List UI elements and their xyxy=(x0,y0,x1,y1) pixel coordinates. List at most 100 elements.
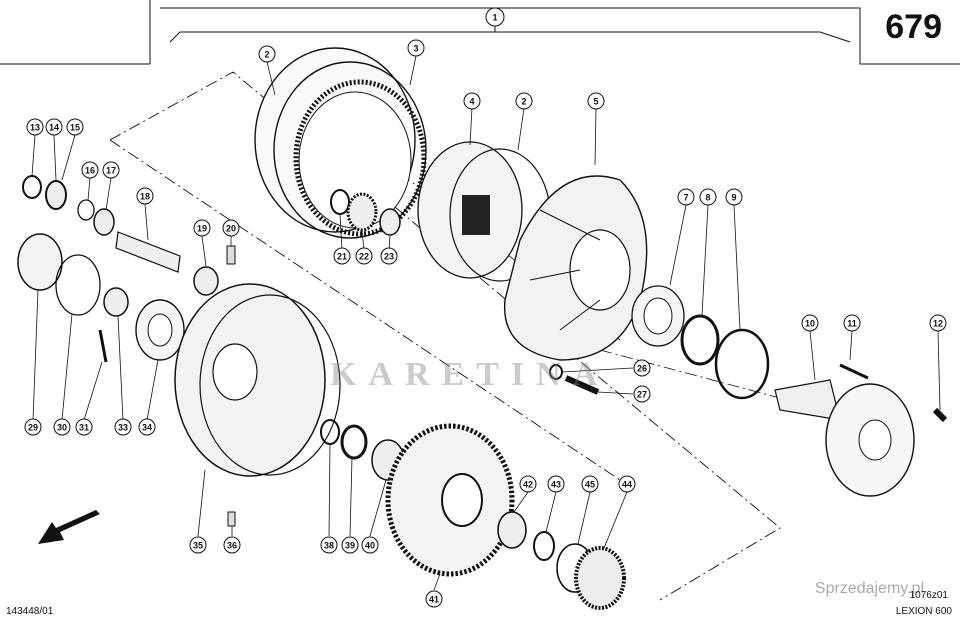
callout: 36 xyxy=(223,536,241,554)
callout: 20 xyxy=(222,219,240,237)
stud-11 xyxy=(839,363,869,380)
svg-text:20: 20 xyxy=(226,224,236,234)
callout: 1 xyxy=(485,7,505,27)
callout: 33 xyxy=(114,418,132,436)
callout: 44 xyxy=(618,475,636,493)
svg-text:13: 13 xyxy=(30,123,40,133)
callout: 40 xyxy=(361,536,379,554)
svg-text:34: 34 xyxy=(142,423,152,433)
svg-text:1: 1 xyxy=(492,13,497,23)
svg-text:15: 15 xyxy=(70,123,80,133)
svg-text:14: 14 xyxy=(49,123,59,133)
callout: 14 xyxy=(45,118,63,136)
callout: 21 xyxy=(333,247,351,265)
pinion-shaft-18 xyxy=(115,231,181,273)
svg-text:17: 17 xyxy=(106,166,116,176)
callout: 41 xyxy=(425,590,443,608)
callout: 11 xyxy=(843,314,861,332)
model-name: LEXION 600 xyxy=(895,606,952,617)
callout: 19 xyxy=(193,219,211,237)
svg-text:5: 5 xyxy=(593,97,598,107)
svg-text:7: 7 xyxy=(683,193,688,203)
callout: 27 xyxy=(633,385,651,403)
callout: 7 xyxy=(677,188,695,206)
callout-list: 1 2 3 4 2 5 7 8 9 10 11 12 13 14 15 16 1… xyxy=(24,7,947,608)
svg-text:12: 12 xyxy=(933,319,943,329)
svg-text:40: 40 xyxy=(365,541,375,551)
svg-text:9: 9 xyxy=(731,193,736,203)
svg-text:2: 2 xyxy=(264,50,269,60)
o-ring-30 xyxy=(55,254,101,316)
callout: 5 xyxy=(587,92,605,110)
callout: 35 xyxy=(189,536,207,554)
callout: 30 xyxy=(53,418,71,436)
svg-text:39: 39 xyxy=(345,541,355,551)
callout: 29 xyxy=(24,418,42,436)
callout: 34 xyxy=(138,418,156,436)
callout: 31 xyxy=(75,418,93,436)
part-15 xyxy=(45,180,67,210)
page-number: 679 xyxy=(885,8,942,46)
ring-43 xyxy=(533,531,555,561)
callout: 12 xyxy=(929,314,947,332)
nut-12 xyxy=(932,407,948,423)
svg-text:18: 18 xyxy=(140,192,150,202)
svg-text:8: 8 xyxy=(705,193,710,203)
callout: 23 xyxy=(380,247,398,265)
svg-text:3: 3 xyxy=(413,44,418,54)
svg-text:22: 22 xyxy=(359,252,369,262)
planet-gear-22 xyxy=(346,192,378,232)
callout: 10 xyxy=(801,314,819,332)
callout: 17 xyxy=(102,161,120,179)
svg-text:23: 23 xyxy=(384,252,394,262)
watermark-brand: KARETINA xyxy=(330,356,610,393)
svg-text:21: 21 xyxy=(337,252,347,262)
bearing-19 xyxy=(193,266,219,296)
spur-gear-41 xyxy=(385,423,515,577)
callout: 45 xyxy=(581,475,599,493)
leader-lines xyxy=(31,55,941,591)
svg-text:45: 45 xyxy=(585,480,595,490)
svg-text:11: 11 xyxy=(847,319,857,329)
svg-text:4: 4 xyxy=(469,97,474,107)
callout: 4 xyxy=(463,92,481,110)
svg-text:42: 42 xyxy=(523,480,533,490)
svg-text:26: 26 xyxy=(637,364,647,374)
callout: 8 xyxy=(699,188,717,206)
svg-text:36: 36 xyxy=(227,541,237,551)
bearing-42 xyxy=(497,511,527,549)
part-16 xyxy=(77,199,95,221)
seal-8 xyxy=(680,314,720,366)
callout: 16 xyxy=(81,161,99,179)
callout: 9 xyxy=(725,188,743,206)
sun-gear-44 xyxy=(574,546,626,610)
callout: 43 xyxy=(547,475,565,493)
drawing-id: 143448/01 xyxy=(6,606,54,617)
callout: 13 xyxy=(26,118,44,136)
watermark-site: Sprzedajemy.pl xyxy=(814,580,924,597)
o-ring-9 xyxy=(714,328,770,400)
svg-text:35: 35 xyxy=(193,541,203,551)
svg-text:19: 19 xyxy=(197,224,207,234)
nut-33 xyxy=(103,287,129,317)
part-13 xyxy=(22,175,42,199)
svg-text:33: 33 xyxy=(118,423,128,433)
callout: 42 xyxy=(519,475,537,493)
callout: 15 xyxy=(66,118,84,136)
ring-gear xyxy=(254,47,427,239)
svg-text:38: 38 xyxy=(324,541,334,551)
svg-text:43: 43 xyxy=(551,480,561,490)
callout: 2 xyxy=(515,92,533,110)
callout: 39 xyxy=(341,536,359,554)
svg-text:44: 44 xyxy=(622,480,632,490)
callout: 38 xyxy=(320,536,338,554)
callout: 22 xyxy=(355,247,373,265)
arrow-down-left-icon xyxy=(38,510,100,544)
callout: 18 xyxy=(136,187,154,205)
pin-31 xyxy=(98,329,108,363)
bearing-23 xyxy=(379,208,401,236)
svg-text:30: 30 xyxy=(57,423,67,433)
hub-housing xyxy=(503,175,648,361)
